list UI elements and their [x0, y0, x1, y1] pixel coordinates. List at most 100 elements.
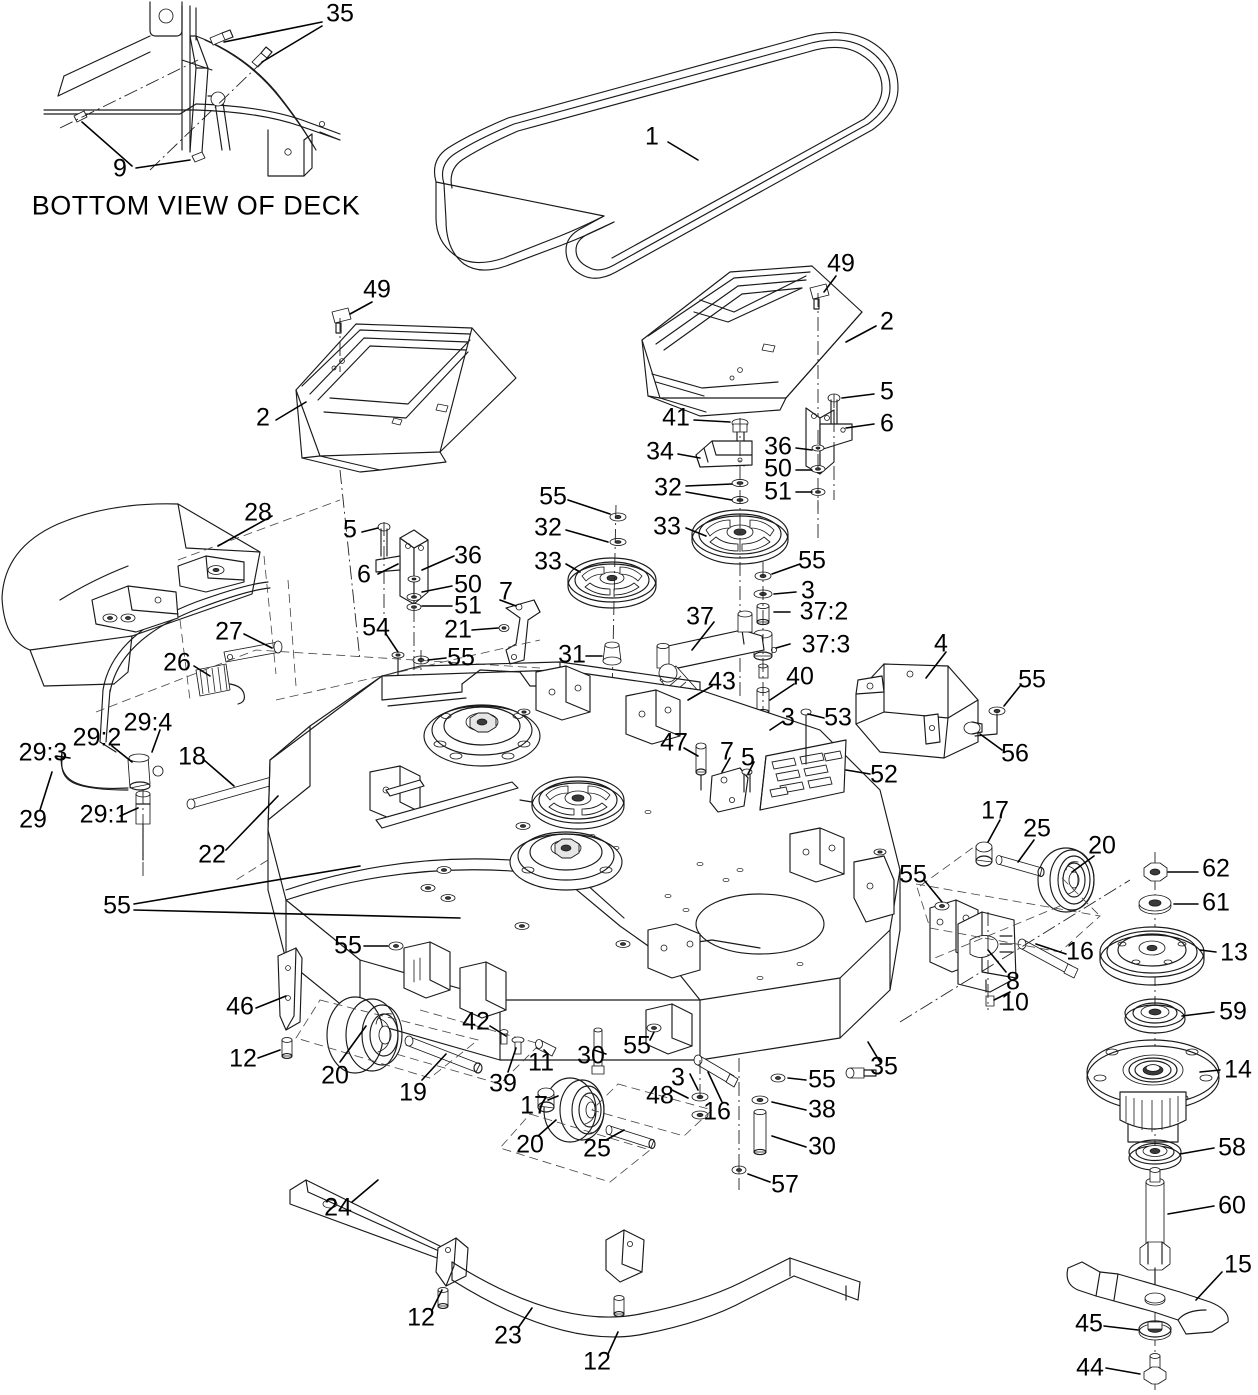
- part-callout-29-2: 29:2: [72, 723, 122, 752]
- part-callout-55: 55: [447, 643, 475, 672]
- part-callout-36: 36: [764, 432, 792, 461]
- part-callout-46: 46: [226, 992, 254, 1021]
- bracket-7-lower: [709, 767, 749, 813]
- nut-55-bracket4: [988, 706, 1006, 716]
- leader-lines: [39, 141, 1223, 1375]
- part-callout-12: 12: [407, 1303, 435, 1332]
- front-right-hardware: [591, 1054, 877, 1190]
- front-bumper-24: [289, 1179, 861, 1338]
- washer-61: [1138, 894, 1172, 915]
- part-callout-35: 35: [870, 1052, 898, 1081]
- part-callout-60: 60: [1218, 1191, 1246, 1220]
- part-callout-54: 54: [362, 613, 390, 642]
- nut-55-right-deck: [646, 1023, 662, 1033]
- bolt-12-bumper-a: [437, 1287, 449, 1309]
- clip-49-left: [331, 307, 352, 334]
- part-callout-55: 55: [798, 546, 826, 575]
- inset-view-title: BOTTOM VIEW OF DECK: [31, 190, 361, 221]
- part-callout-25: 25: [1023, 814, 1051, 843]
- nut-55-caster: [934, 901, 950, 911]
- part-callout-17: 17: [981, 796, 1009, 825]
- bolt-21: [498, 624, 510, 632]
- spindle-housing-c: [509, 831, 623, 891]
- part-callout-57: 57: [771, 1170, 799, 1199]
- part-callout-12: 12: [583, 1347, 611, 1376]
- part-callout-7: 7: [720, 737, 734, 766]
- axle-25-center: [605, 1125, 656, 1150]
- caster-wheel-20-right: [1037, 847, 1095, 913]
- inset-fastener-9b: [191, 151, 206, 163]
- part-callout-28: 28: [244, 498, 272, 527]
- hose-assembly-29: [60, 751, 164, 880]
- caster-wheel-20-left: [326, 996, 403, 1074]
- part-callout-21: 21: [444, 615, 472, 644]
- part-callout-55: 55: [1018, 665, 1046, 694]
- bolt-11: [535, 1039, 557, 1057]
- part-callout-20: 20: [516, 1130, 544, 1159]
- bolt-5-left: [377, 522, 391, 557]
- bolt-12-bumper-b: [613, 1295, 625, 1317]
- part-callout-9: 9: [113, 154, 127, 183]
- deck-nut-x7: [517, 708, 531, 716]
- pulley-13: [1099, 926, 1205, 986]
- part-callout-16: 16: [703, 1097, 731, 1126]
- part-callout-20: 20: [1088, 831, 1116, 860]
- part-callout-47: 47: [660, 728, 688, 757]
- inset-fastener-9a: [73, 110, 88, 123]
- idler-arm-37: [656, 610, 765, 669]
- inset-bottom-view-of-deck: [43, 1, 341, 177]
- caster-wheel-20-center: [543, 1077, 605, 1143]
- part-callout-43: 43: [708, 667, 736, 696]
- part-callout-23: 23: [494, 1321, 522, 1350]
- part-callout-44: 44: [1076, 1353, 1104, 1382]
- part-callout-6: 6: [880, 409, 894, 438]
- part-callout-32: 32: [534, 513, 562, 542]
- spindle-housing-14: [1086, 1039, 1220, 1143]
- part-callout-52: 52: [870, 760, 898, 789]
- part-callout-39: 39: [489, 1069, 517, 1098]
- bolt-12-left: [281, 1037, 293, 1059]
- deck-nut-x8: [873, 848, 887, 856]
- part-callout-38: 38: [808, 1095, 836, 1124]
- bolt-42: [499, 1029, 509, 1045]
- bolt-39: [511, 1036, 525, 1055]
- part-callout-40: 40: [786, 662, 814, 691]
- part-callout-34: 34: [646, 437, 674, 466]
- caster-assembly-front-left: [277, 941, 662, 1183]
- part-callout-15: 15: [1224, 1250, 1252, 1279]
- caster-assembly-right: [899, 841, 1131, 1023]
- part-callout-11: 11: [528, 1048, 554, 1077]
- part-callout-3: 3: [671, 1063, 685, 1092]
- bearing-59: [1124, 998, 1186, 1034]
- part-callout-2: 2: [256, 403, 270, 432]
- washer-32-left: [609, 537, 627, 547]
- part-callout-7: 7: [499, 577, 513, 606]
- deck-cover-left-2: [295, 307, 517, 473]
- part-callout-18: 18: [178, 742, 206, 771]
- deck-pulley-b: [519, 776, 625, 830]
- part-callout-31: 31: [558, 640, 586, 669]
- rod-27: [223, 640, 283, 663]
- part-callout-56: 56: [1001, 739, 1029, 768]
- part-callout-8: 8: [1006, 967, 1020, 996]
- part-callout-22: 22: [198, 840, 226, 869]
- part-callout-53: 53: [824, 703, 852, 732]
- spacer-30-front: [753, 1108, 767, 1156]
- part-callout-29-4: 29:4: [123, 708, 173, 737]
- part-callout-29-3: 29:3: [18, 738, 68, 767]
- part-callout-3: 3: [781, 703, 795, 732]
- idler-stack-left: [567, 504, 657, 701]
- inset-fastener-35a: [209, 29, 234, 46]
- part-callout-4: 4: [934, 629, 948, 658]
- construction-lines: [235, 469, 1061, 1100]
- part-callout-55: 55: [623, 1031, 651, 1060]
- spacer-17-right: [975, 841, 993, 867]
- nut-62: [1143, 862, 1168, 882]
- deck-cover-right-2: [641, 265, 863, 420]
- part-callout-50: 50: [454, 570, 482, 599]
- washer-45: [1138, 1320, 1172, 1341]
- part-callout-5: 5: [880, 377, 894, 406]
- spindle-stack-right: [1066, 852, 1229, 1390]
- part-callout-58: 58: [1218, 1133, 1246, 1162]
